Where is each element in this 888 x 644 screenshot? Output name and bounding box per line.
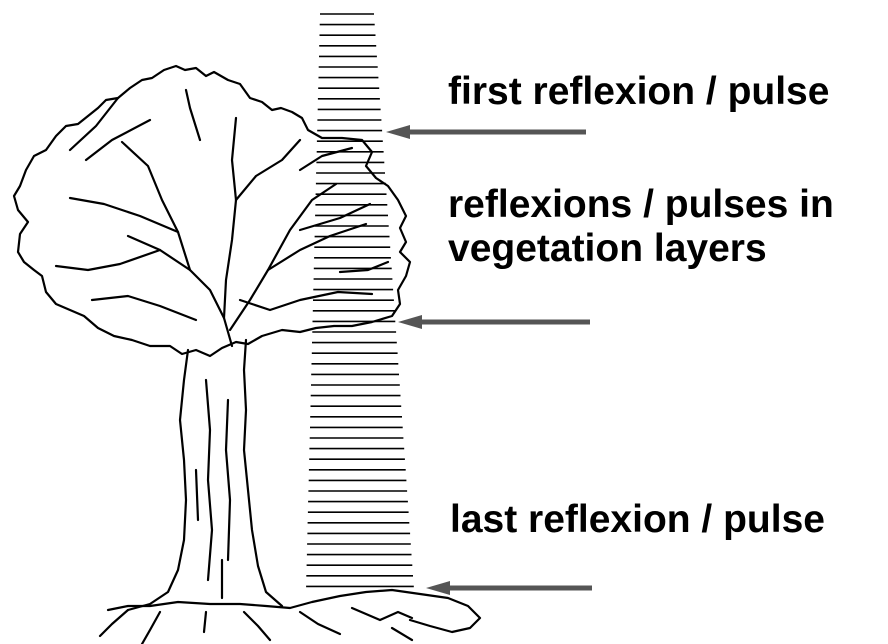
- ground-line: [108, 590, 480, 632]
- last-reflexion-label: last reflexion / pulse: [450, 498, 825, 542]
- root: [204, 612, 206, 632]
- branch: [92, 296, 196, 320]
- branch: [128, 236, 232, 346]
- first-reflexion-label: first reflexion / pulse: [448, 70, 829, 114]
- root: [392, 628, 412, 640]
- trunk-bark: [196, 470, 198, 520]
- vegetation-reflexions-label: reflexions / pulses in vegetation layers: [448, 183, 834, 271]
- root: [300, 612, 340, 634]
- branch: [230, 224, 366, 330]
- root: [100, 610, 128, 636]
- vegetation-label-line1: reflexions / pulses in: [448, 183, 834, 227]
- branch: [70, 198, 178, 232]
- last-pulse-arrow-icon: [426, 581, 592, 595]
- pulse-lines-icon: [306, 14, 414, 586]
- tree-icon: [14, 66, 480, 644]
- branch: [236, 140, 300, 200]
- first-pulse-arrow-icon: [386, 125, 586, 139]
- tree-trunk-right: [244, 340, 282, 606]
- tree-trunk-left: [128, 350, 188, 610]
- vegetation-pulse-arrow-icon: [398, 315, 590, 329]
- root: [142, 612, 160, 644]
- root: [244, 612, 270, 640]
- vegetation-label-line2: vegetation layers: [448, 227, 834, 271]
- branch: [186, 90, 200, 140]
- branch: [340, 262, 388, 272]
- branch: [56, 250, 160, 270]
- branch: [224, 118, 236, 318]
- trunk-bark: [226, 400, 230, 560]
- root: [352, 608, 412, 620]
- trunk-bark: [206, 380, 212, 580]
